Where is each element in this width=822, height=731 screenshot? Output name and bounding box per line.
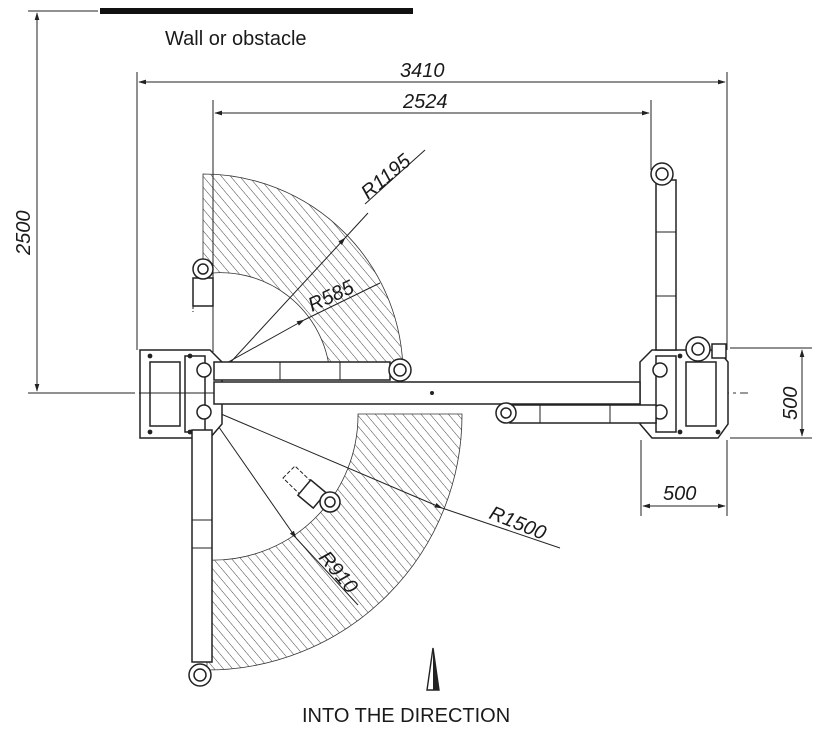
radius-1195: R1195 — [357, 149, 416, 203]
arm-right-up — [650, 162, 677, 351]
left-post — [139, 349, 223, 439]
radius-1500: R1500 — [486, 502, 549, 544]
swung-pad-lower — [282, 465, 341, 513]
upper-swing-area — [202, 173, 404, 375]
lower-swing-area — [206, 413, 463, 671]
dim-2524: 2524 — [402, 91, 448, 113]
arm-lower-right — [495, 402, 657, 424]
dim-500-horizontal: 500 — [663, 483, 696, 505]
direction-arrow-icon — [426, 647, 440, 691]
arm-upper-right — [213, 358, 412, 382]
dim-500-vertical: 500 — [780, 387, 802, 420]
dim-3410: 3410 — [400, 60, 445, 82]
dim-2500: 2500 — [13, 211, 35, 257]
right-post — [639, 336, 729, 439]
direction-label: INTO THE DIRECTION — [302, 705, 510, 727]
swung-pad-upper — [192, 258, 214, 312]
crossbeam — [213, 381, 641, 405]
arm-left-down — [188, 429, 213, 687]
wall-label: Wall or obstacle — [165, 28, 307, 50]
